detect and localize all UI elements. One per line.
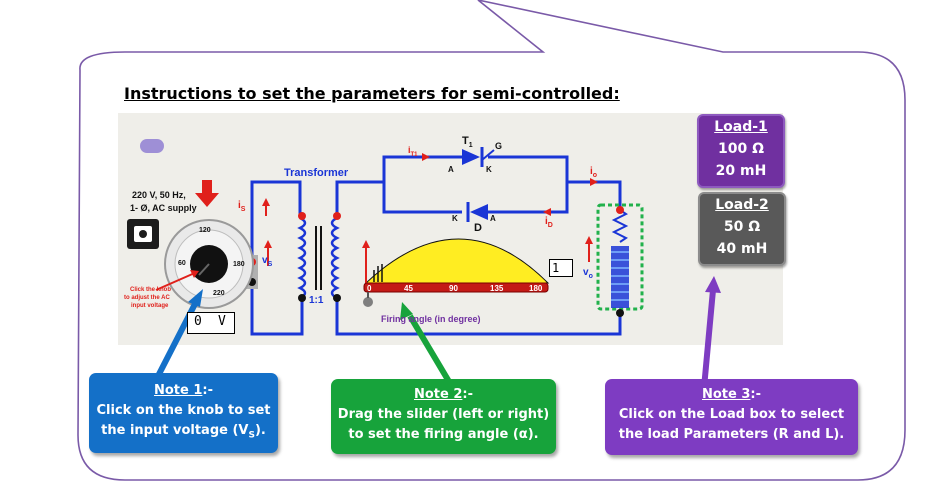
- voltage-unit: V: [218, 314, 226, 329]
- note-title: Note 2: [413, 387, 463, 402]
- current-arrows: [262, 153, 598, 266]
- note-title: Note 3: [701, 387, 751, 402]
- circuit-wires: [250, 155, 622, 336]
- diode-label: D: [474, 222, 482, 234]
- note-suffix: :-: [750, 387, 762, 402]
- note-suffix: :-: [202, 383, 214, 398]
- note-text: the input voltage (VS).: [101, 423, 266, 441]
- note-text: the load Parameters (R and L).: [618, 427, 845, 442]
- supply-arrow-icon: [195, 180, 219, 207]
- scale-tick: 180: [529, 284, 543, 293]
- load-title: Load-2: [715, 197, 769, 213]
- knob-hint: input voltage: [131, 303, 169, 309]
- cathode-label: K: [486, 165, 492, 174]
- voltage-value: 0: [194, 314, 202, 329]
- knob-scale-label: 120: [199, 227, 211, 234]
- instructions-title: Instructions to set the parameters for s…: [124, 84, 620, 103]
- terminal-dot: [298, 294, 306, 302]
- thyristor-icon: [462, 147, 495, 167]
- terminal-dot: [333, 294, 341, 302]
- note-pointer-arrows: [153, 276, 721, 392]
- load-2-button[interactable]: Load-2 50 Ω 40 mH: [698, 192, 786, 266]
- knob-hint: to adjust the AC: [124, 295, 170, 301]
- note-suffix: :-: [462, 387, 474, 402]
- transformer-icon: [297, 216, 340, 300]
- note-text: Click on the knob to set: [96, 403, 271, 418]
- note-title: Note 1: [153, 383, 203, 398]
- knob-scale-label: 180: [233, 261, 245, 268]
- load-inductance: 40 mH: [716, 241, 768, 257]
- diode-icon: [466, 202, 488, 222]
- cathode-label: K: [452, 214, 458, 223]
- supply-label: 220 V, 50 Hz,: [132, 190, 186, 200]
- note-3: Note 3:- Click on the Load box to select…: [605, 379, 858, 455]
- t1-label: T1: [462, 135, 473, 149]
- scale-tick: 0: [367, 284, 372, 293]
- note-text: to set the firing angle (α).: [348, 427, 539, 442]
- load-1-button[interactable]: Load-1 100 Ω 20 mH: [697, 114, 785, 188]
- knob-scale-label: 60: [178, 260, 186, 267]
- voltage-display: 0 V: [187, 312, 235, 334]
- ratio-label: 1:1: [309, 295, 324, 306]
- terminal-dot: [298, 212, 306, 220]
- firing-angle-slider[interactable]: [362, 238, 550, 307]
- knob-hint-arrow: [155, 271, 198, 291]
- firing-angle-value: 1: [549, 259, 573, 277]
- vo-label: vo: [583, 267, 593, 280]
- note-text: Drag the slider (left or right): [337, 407, 550, 422]
- anode-label: A: [448, 165, 454, 174]
- ac-socket-icon: [127, 219, 159, 249]
- note-text: Click on the Load box to select: [618, 407, 845, 422]
- vs-label: vS: [262, 255, 273, 268]
- scale-tick: 45: [404, 284, 413, 293]
- voltage-knob[interactable]: [164, 219, 254, 309]
- anode-label: A: [490, 214, 496, 223]
- note-1: Note 1:- Click on the knob to set the in…: [89, 373, 278, 453]
- slider-handle[interactable]: [363, 297, 373, 307]
- is-label: iS: [238, 200, 246, 213]
- load-element: [596, 203, 644, 317]
- id-label: iD: [545, 216, 553, 229]
- it1-label: iT1: [408, 145, 418, 158]
- load-title: Load-1: [714, 119, 768, 135]
- knob-hint: Click the knob: [130, 287, 171, 293]
- scale-tick: 90: [449, 284, 458, 293]
- io-label: io: [590, 166, 597, 179]
- note-2: Note 2:- Drag the slider (left or right)…: [331, 379, 556, 454]
- load-resistance: 100 Ω: [718, 141, 764, 157]
- supply-label: 1- Ø, AC supply: [130, 203, 197, 213]
- status-indicator: [140, 139, 164, 153]
- terminal-dot: [333, 212, 341, 220]
- firing-angle-label: Firing angle (in degree): [381, 314, 481, 324]
- load-inductance: 20 mH: [715, 163, 767, 179]
- load-resistance: 50 Ω: [723, 219, 761, 235]
- knob-scale-label: 220: [213, 290, 225, 297]
- transformer-label: Transformer: [284, 167, 349, 179]
- gate-label: G: [495, 141, 502, 151]
- scale-tick: 135: [490, 284, 504, 293]
